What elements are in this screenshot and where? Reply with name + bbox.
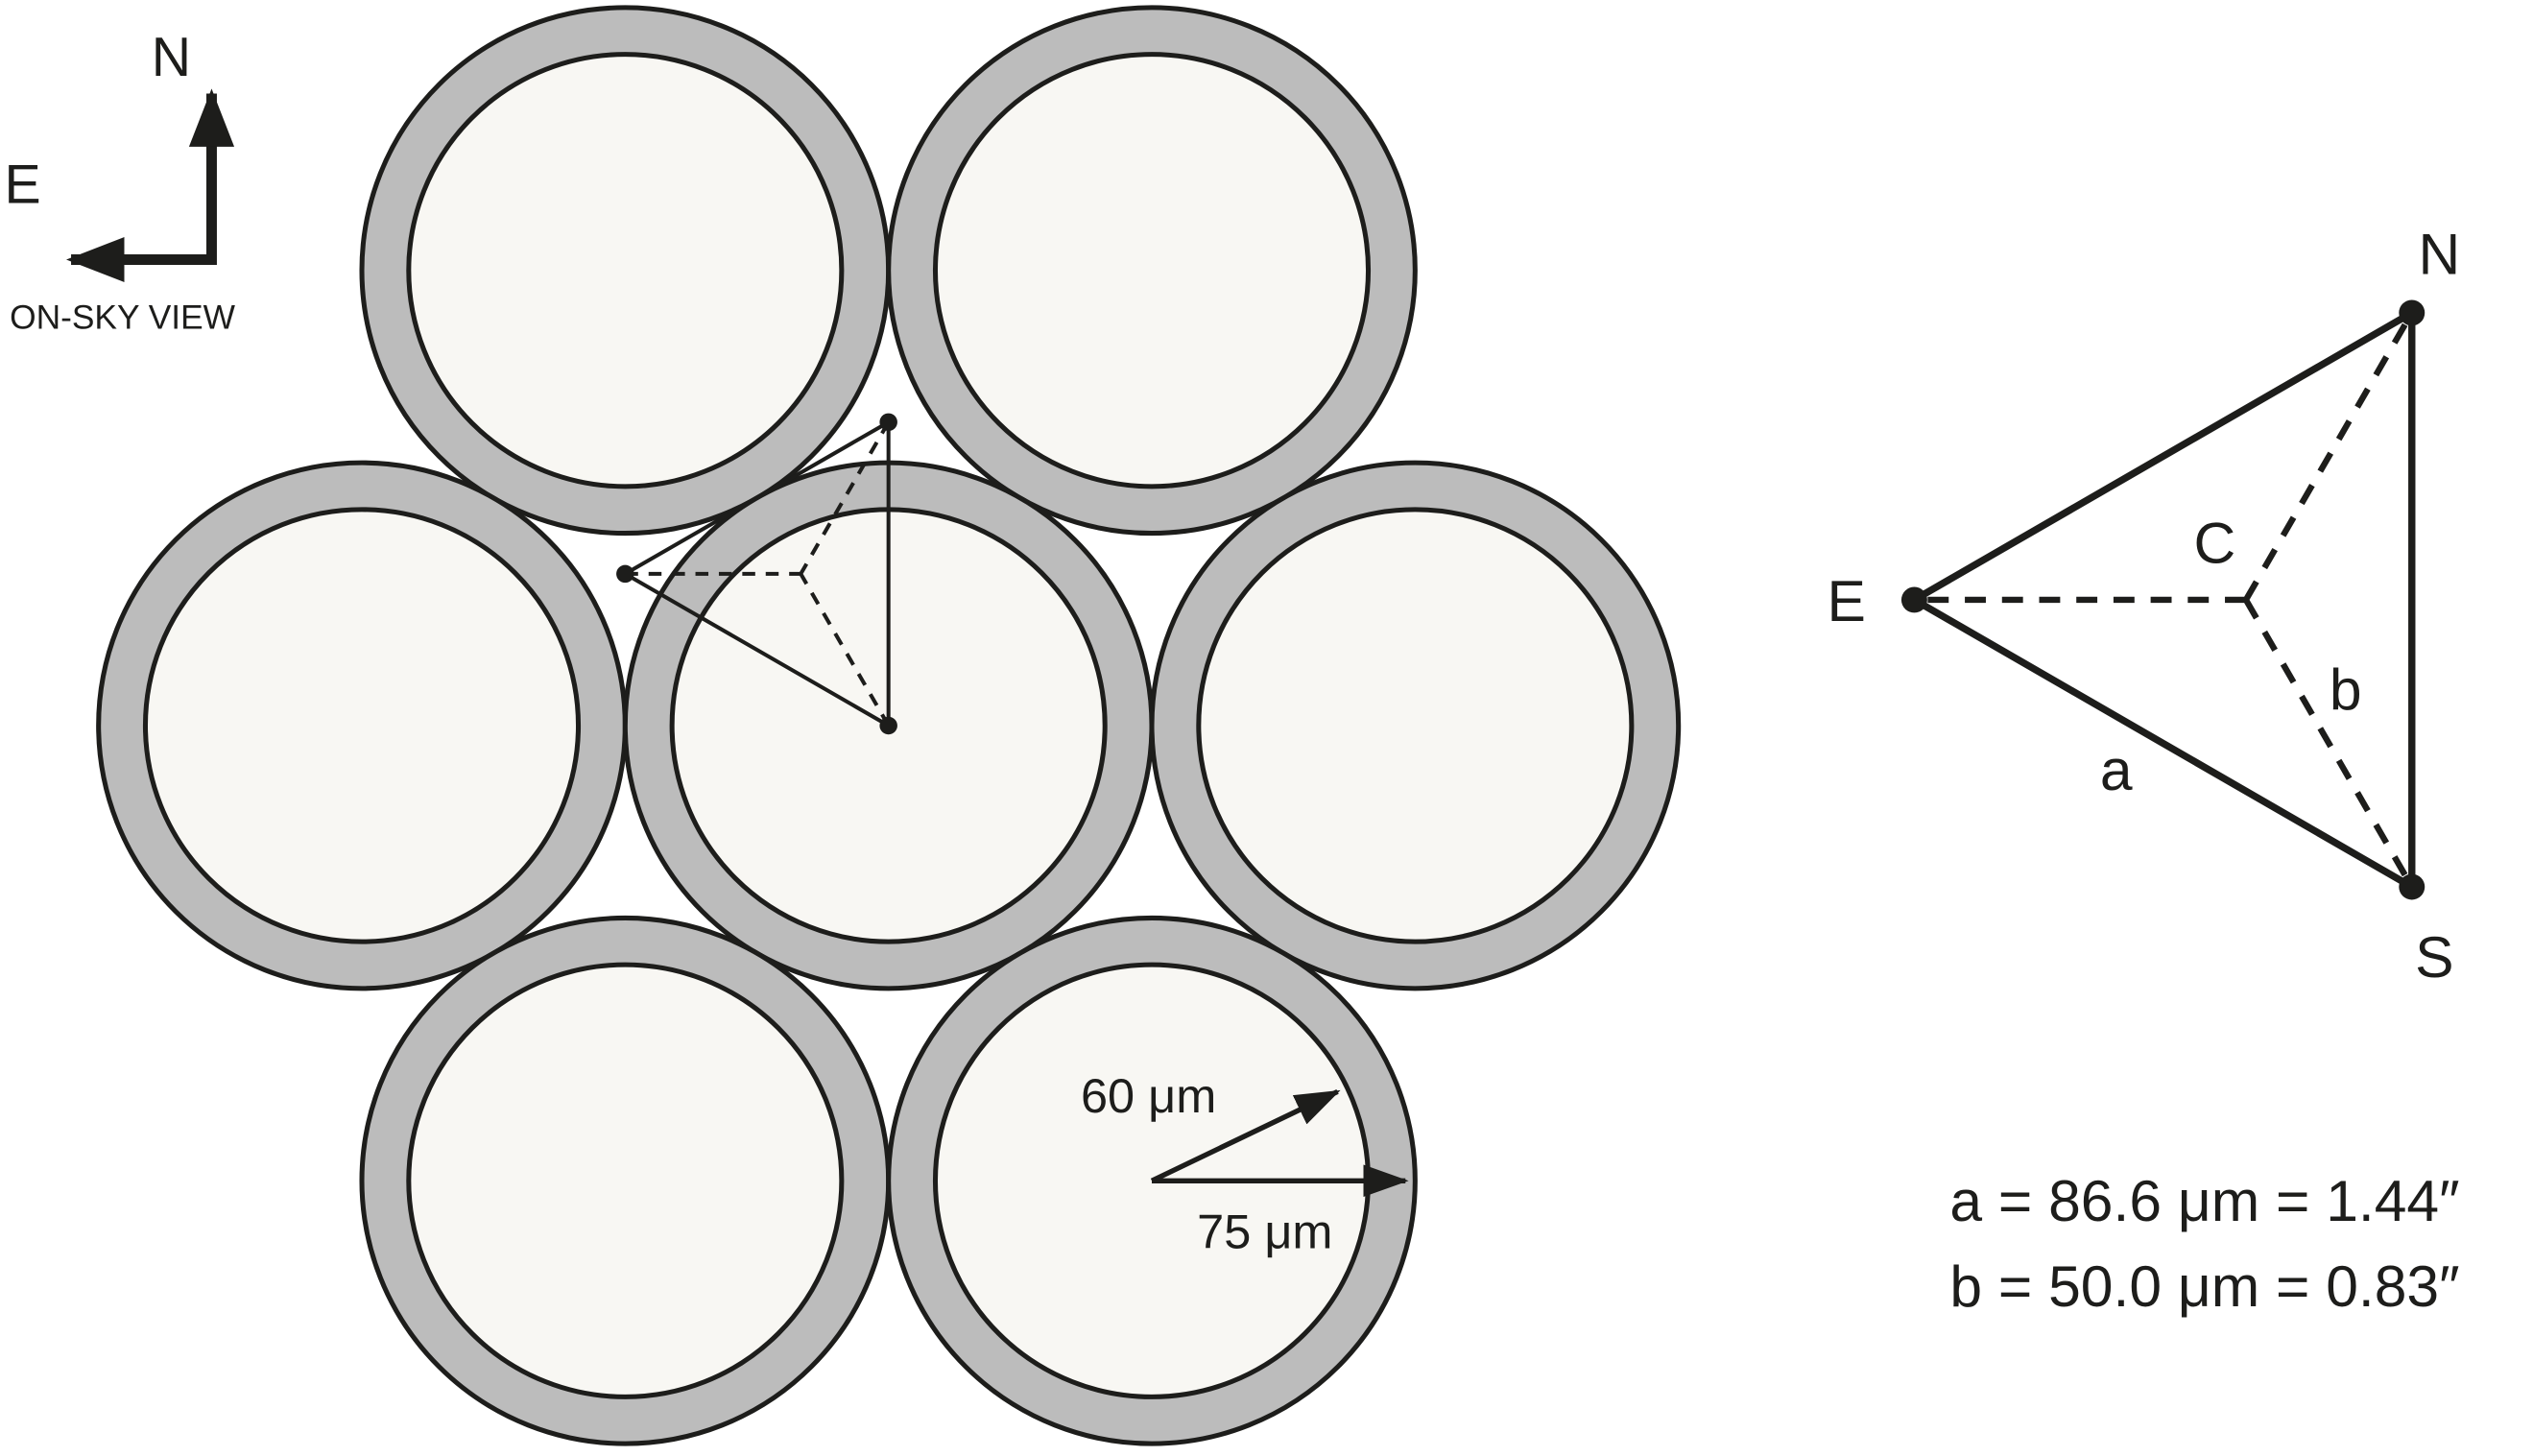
fiber-top-right [886, 5, 1418, 537]
fiber-core-circle [1196, 507, 1635, 944]
fiber-core-circle [932, 52, 1372, 489]
fiber-core-circle [142, 507, 582, 944]
fiber-bottom-left [359, 915, 892, 1446]
compass-north-label: N [152, 27, 191, 88]
compass: N E ON-SKY VIEW [4, 27, 235, 337]
compass-north-east-arrows [66, 88, 235, 282]
core-radius-label: 60 μm [1081, 1068, 1216, 1123]
compass-east-label: E [4, 155, 40, 216]
fiber-core-circle [406, 962, 845, 1399]
measurement-a-equation: a = 86.6 μm = 1.44″ [1949, 1168, 2459, 1233]
dither-south-label: S [2415, 924, 2453, 990]
dither-overlay-dot-n [879, 413, 897, 432]
dither-diagram: N E S C a b [1828, 222, 2461, 990]
fiber-middle-right [1149, 460, 1682, 991]
dither-north-label: N [2419, 222, 2461, 287]
dither-overlay [616, 413, 897, 735]
fiber-radius-annotations: 60 μm 75 μm [1081, 1068, 1409, 1258]
dither-dot-n [2399, 299, 2425, 326]
fiber-bundle [96, 5, 1682, 1446]
fiber-middle-left [96, 460, 628, 991]
dither-overlay-dot-s [879, 716, 897, 735]
on-sky-view-label: ON-SKY VIEW [10, 299, 236, 337]
measurements: a = 86.6 μm = 1.44″ b = 50.0 μm = 0.83″ [1949, 1168, 2459, 1319]
side-b-label: b [2330, 656, 2362, 722]
dither-triangle [1906, 306, 2416, 894]
side-a-label: a [2100, 737, 2133, 802]
fiber-core-circle [406, 52, 845, 489]
measurement-b-equation: b = 50.0 μm = 0.83″ [1949, 1253, 2459, 1319]
dither-overlay-triangle [621, 418, 891, 729]
dither-center-label: C [2194, 510, 2236, 575]
dither-dot-s [2399, 873, 2425, 900]
dither-overlay-spokes [625, 420, 891, 728]
fiber-top-left [359, 5, 892, 537]
dither-center-spokes [1914, 311, 2415, 889]
dither-overlay-dot-e [616, 564, 634, 584]
cladding-radius-label: 75 μm [1197, 1204, 1332, 1258]
dither-dot-e [1900, 586, 1927, 613]
core-radius-arrow [1150, 1088, 1341, 1183]
dither-east-label: E [1828, 568, 1866, 633]
